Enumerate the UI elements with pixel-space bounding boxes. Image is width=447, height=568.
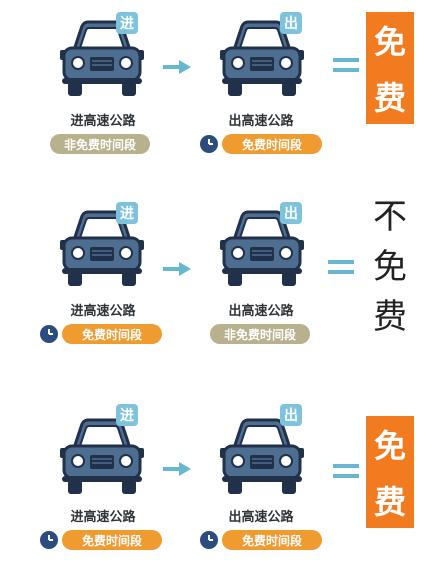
scenario-2: 进 进高速公路 免费时间段 出 出高速公路 非免费时间段 不 免 费 [0,190,447,378]
exit-period-pill: 免费时间段 [222,134,322,154]
result-not-free: 不 免 费 [366,192,414,342]
enter-road-label: 进高速公路 [70,114,136,129]
result-char-2: 费 [373,79,406,117]
result-free: 免 费 [366,12,414,124]
result-char-3: 费 [373,297,407,337]
result-char-2: 费 [373,483,406,521]
clock-icon [38,323,60,345]
clock-icon [38,529,60,551]
exit-road-label: 出高速公路 [228,510,294,525]
equals-icon [333,464,359,480]
car-exit-icon [218,20,306,98]
car-exit-icon [218,210,306,288]
car-enter-icon [58,20,146,98]
exit-badge: 出 [280,202,302,224]
enter-period-pill: 非免费时间段 [50,134,150,154]
enter-badge: 进 [116,12,138,34]
exit-badge: 出 [280,12,302,34]
result-free: 免 费 [366,416,414,528]
equals-icon [333,58,359,74]
exit-badge: 出 [280,404,302,426]
exit-period-pill: 非免费时间段 [210,324,310,344]
result-char-2: 免 [373,247,407,287]
enter-period-pill: 免费时间段 [62,530,162,550]
enter-road-label: 进高速公路 [70,304,136,319]
clock-icon [198,133,220,155]
clock-icon [198,529,220,551]
arrow-icon [163,60,191,74]
exit-road-label: 出高速公路 [228,304,294,319]
enter-period-pill: 免费时间段 [62,324,162,344]
arrow-icon [163,462,191,476]
enter-badge: 进 [116,202,138,224]
exit-road-label: 出高速公路 [228,114,294,129]
result-char-1: 免 [373,23,406,61]
enter-road-label: 进高速公路 [70,510,136,525]
result-char-1: 免 [373,427,406,465]
car-exit-icon [218,418,306,496]
enter-badge: 进 [116,404,138,426]
exit-period-pill: 免费时间段 [222,530,322,550]
scenario-3: 进 进高速公路 免费时间段 出 出高速公路 免费时间段 免 费 [0,380,447,568]
result-char-1: 不 [373,197,407,237]
scenario-1: 进 进高速公路 非免费时间段 出 出高速公路 免费时间段 免 费 [0,0,447,188]
car-enter-icon [58,418,146,496]
arrow-icon [163,262,191,276]
equals-icon [328,260,354,276]
